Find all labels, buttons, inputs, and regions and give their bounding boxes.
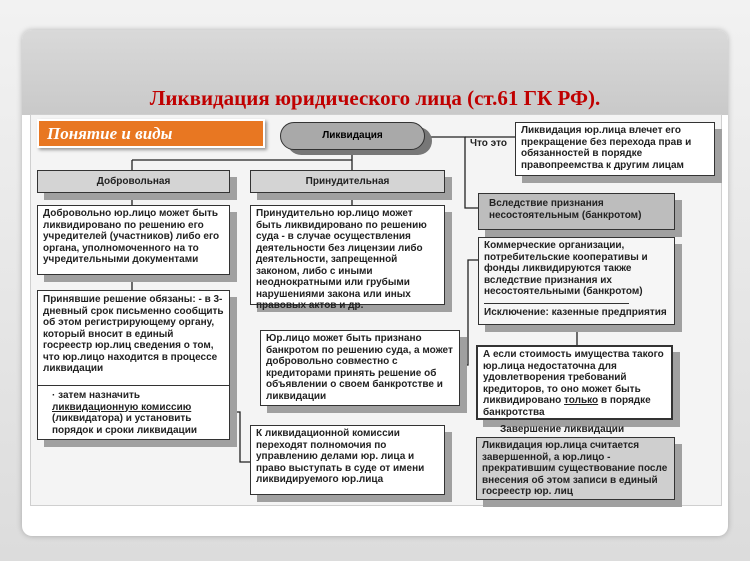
- forced-box: Принудительно юр.лицо может быть ликвиди…: [250, 205, 445, 311]
- voluntary-header: Добровольная: [37, 170, 230, 193]
- bankruptcy-box: Коммерческие организации, потребительски…: [478, 237, 675, 325]
- definition-box: Ликвидация юр.лица влечет его прекращени…: [515, 122, 715, 176]
- header-band: [22, 30, 728, 115]
- exception-text: Исключение: казенные предприятия: [484, 306, 667, 318]
- then-text: · затем назначить ликвидационную комисси…: [38, 386, 229, 436]
- completion-box: Ликвидация юр.лица считается завершенной…: [476, 437, 675, 500]
- completion-label: Завершение ликвидации: [500, 424, 625, 435]
- root-node: Ликвидация: [280, 122, 425, 150]
- connector-commission: [230, 411, 250, 463]
- what-label: Что это: [470, 138, 507, 149]
- insufficient-prefix: А если стоимость имущества такого юр.лиц…: [483, 349, 664, 406]
- connector-bankrupt: [425, 136, 478, 209]
- insufficient-suffix: в порядке банкротства: [483, 395, 651, 418]
- bankruptcy-text: Коммерческие организации, потребительски…: [484, 240, 648, 297]
- voluntary-box: Добровольно юр.лицо может быть ликвидиро…: [37, 205, 230, 275]
- section-tag: Понятие и виды: [37, 119, 265, 148]
- connector-bankrupt-option: [460, 259, 478, 366]
- forced-header: Принудительная: [250, 170, 445, 193]
- insufficient-box: А если стоимость имущества такого юр.лиц…: [476, 345, 673, 420]
- then-prefix: · затем назначить: [52, 390, 141, 401]
- insufficient-underlined: только: [564, 395, 599, 406]
- duties-box: Принявшие решение обязаны: - в 3-дневный…: [37, 290, 230, 440]
- bankrupt-option-box: Юр.лицо может быть признано банкротом по…: [260, 330, 460, 406]
- connector-types: [131, 150, 353, 170]
- connector-vertical: [131, 193, 578, 345]
- divider: [484, 302, 629, 304]
- duties-text: Принявшие решение обязаны: - в 3-дневный…: [38, 291, 229, 386]
- slide-title: Ликвидация юридического лица (ст.61 ГК Р…: [149, 86, 601, 110]
- then-rest: (ликвидатора) и установить порядок и сро…: [52, 413, 197, 436]
- then-underlined: ликвидационную комиссию: [52, 401, 192, 413]
- commission-box: К ликвидационной комиссии переходят полн…: [250, 425, 445, 495]
- bankruptcy-header: Вследствие признания несостоятельным (ба…: [478, 193, 675, 230]
